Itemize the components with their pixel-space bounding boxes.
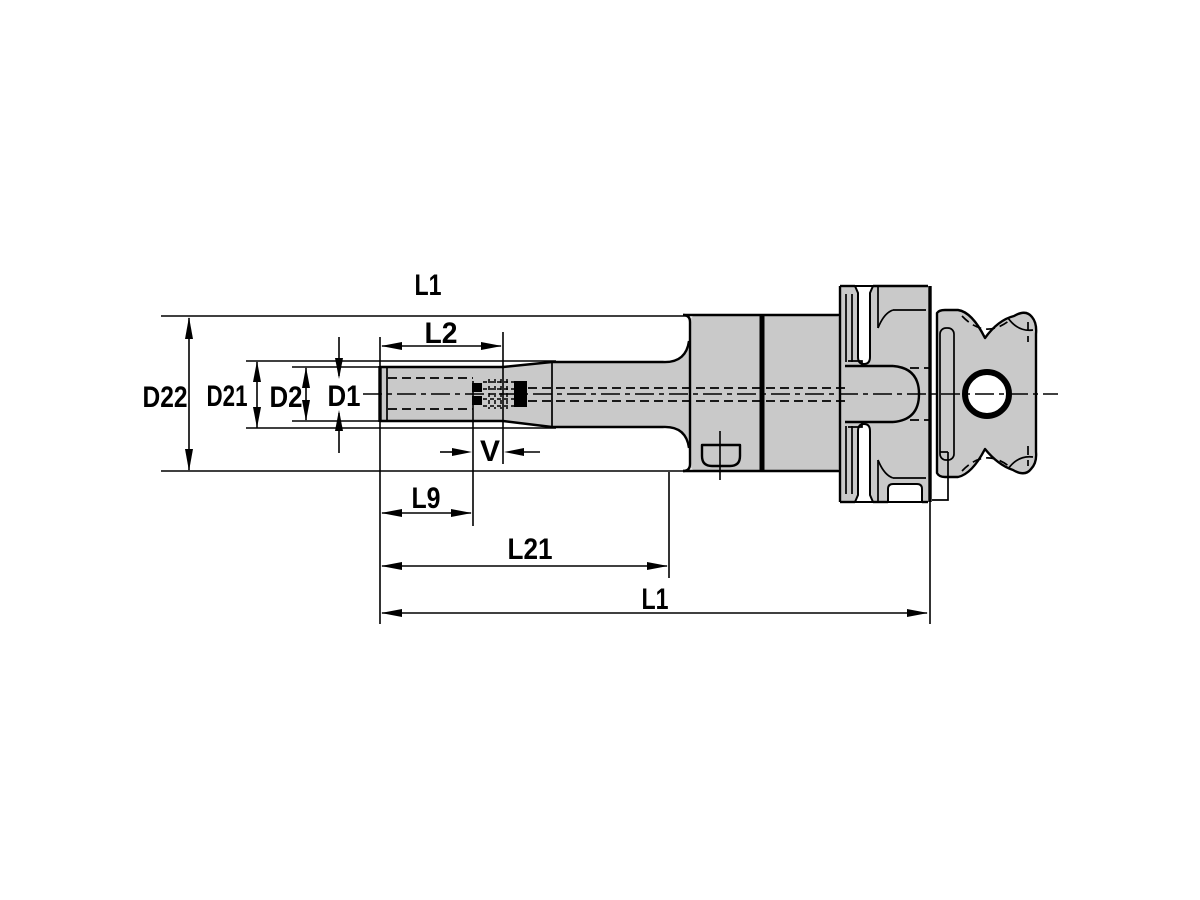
- label-d22: D22: [143, 381, 188, 414]
- dimension-d22: D22: [143, 317, 193, 471]
- dimension-v: V: [440, 435, 540, 468]
- label-l21: L21: [508, 533, 553, 566]
- collet-screw-detail: [472, 379, 527, 409]
- label-l2: L2: [425, 317, 458, 350]
- dimension-d21: D21: [207, 361, 261, 428]
- label-d1: D1: [328, 380, 361, 413]
- label-l9: L9: [412, 482, 441, 515]
- dimension-d1: D1: [328, 337, 361, 453]
- hidden-bore-lines: [388, 377, 845, 410]
- gripper-slot-top: [853, 285, 875, 366]
- dimension-l1-bottom: L1: [381, 583, 928, 617]
- drive-key-notch: [887, 483, 923, 503]
- dimension-l21: L21: [381, 533, 668, 570]
- dimension-d2: D2: [270, 367, 310, 421]
- label-d21: D21: [207, 380, 248, 413]
- label-d2: D2: [270, 381, 303, 414]
- label-v: V: [480, 435, 500, 468]
- body-fill: [690, 315, 841, 471]
- flange-groove-details: [845, 285, 926, 503]
- label-l1-top: L1: [415, 269, 442, 302]
- dimension-l2: L2: [381, 317, 502, 350]
- dimension-l9: L9: [381, 482, 472, 517]
- label-l1-bottom: L1: [642, 583, 669, 616]
- gripper-slot-bottom: [853, 422, 875, 503]
- tool-outline: [378, 284, 932, 504]
- clamp-screw-detail: [700, 431, 742, 480]
- extension-lines: [161, 315, 931, 624]
